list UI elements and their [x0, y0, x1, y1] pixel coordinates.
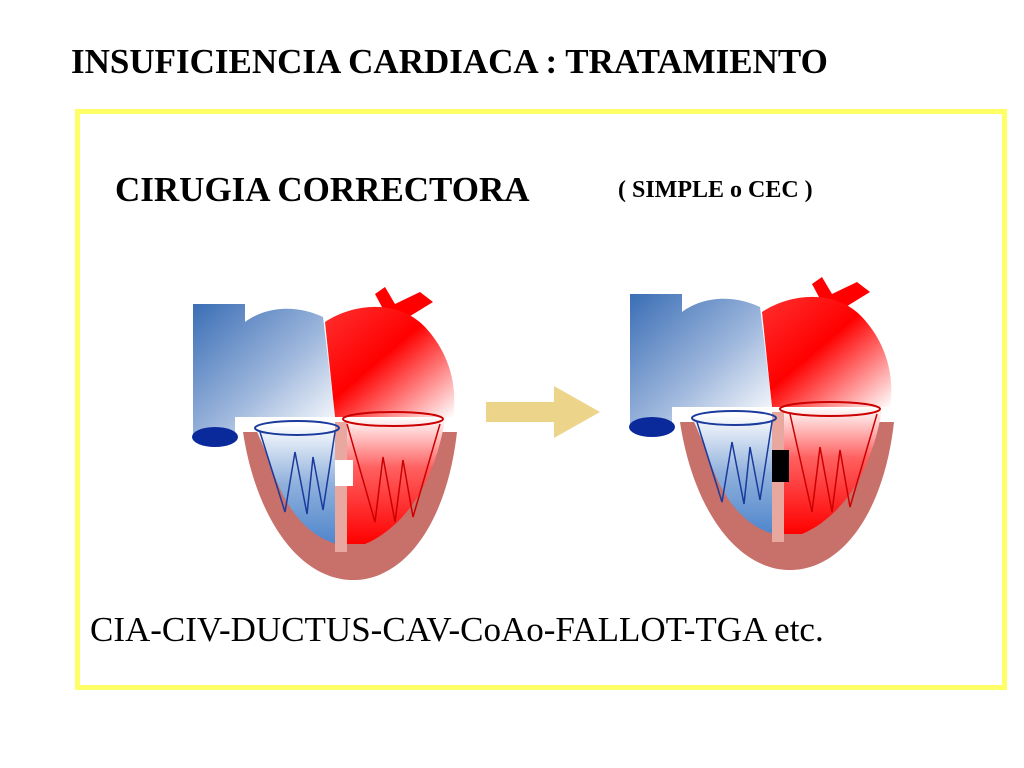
right-arrow-icon	[486, 386, 600, 438]
myocardium	[680, 422, 894, 571]
tricuspid-valve	[254, 420, 340, 436]
right-ventricle	[255, 424, 340, 544]
mitral-valve	[342, 411, 444, 427]
conditions-list: CIA-CIV-DUCTUS-CAV-CoAo-FALLOT-TGA etc.	[90, 610, 824, 649]
right-atrium	[630, 294, 772, 424]
section-heading: CIRUGIA CORRECTORA	[115, 170, 530, 209]
left-atrium	[762, 296, 892, 407]
section-note: ( SIMPLE o CEC )	[618, 177, 813, 203]
tricuspid-leaflets	[259, 431, 336, 515]
mitral-leaflets	[789, 413, 878, 513]
left-ventricle	[782, 407, 882, 534]
ventricular-septum	[335, 422, 347, 552]
mitral-valve	[779, 401, 881, 417]
left-ventricle	[345, 417, 445, 544]
right-ventricle	[692, 414, 777, 534]
tricuspid-valve	[691, 410, 777, 426]
slide-title: INSUFICIENCIA CARDIACA : TRATAMIENTO	[71, 42, 828, 81]
mitral-leaflets	[346, 423, 441, 523]
left-atrium	[325, 306, 455, 417]
heart-with-defect-illustration	[192, 287, 457, 581]
heart-corrected-illustration	[629, 277, 894, 571]
tricuspid-leaflets	[696, 421, 773, 505]
vena-cava-opening	[192, 427, 238, 447]
septal-patch	[772, 450, 789, 482]
vena-cava-opening	[629, 417, 675, 437]
myocardium	[243, 432, 457, 581]
content-panel	[75, 109, 1007, 690]
right-atrium	[193, 304, 335, 434]
septal-defect	[335, 460, 353, 486]
